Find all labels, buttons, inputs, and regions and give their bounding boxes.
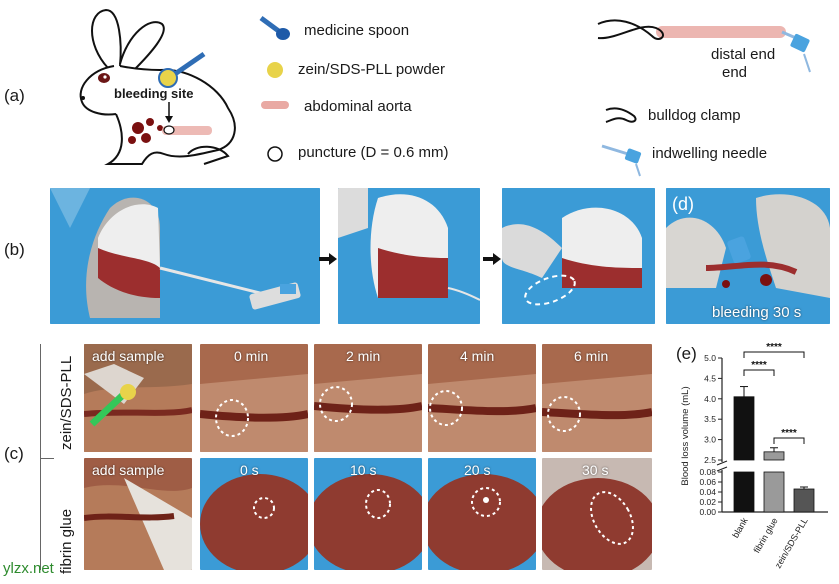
y-tick-label: 0.06 [699,477,716,487]
legend-powder: zein/SDS-PLL powder [298,61,446,78]
photo-b3 [502,188,655,324]
y-tick-label: 2.5 [704,455,716,465]
aorta-icon [261,101,289,109]
caption-c2-4: 20 s [464,462,491,478]
clamp-icon [605,107,637,123]
y-tick-label: 0.04 [699,487,716,497]
photo-c1-3-drawing [314,344,422,452]
photo-b3-drawing [502,188,655,324]
caption-c2-5: 30 s [582,462,609,478]
panel-label-b: (b) [4,240,25,259]
caption-c1-5: 6 min [574,348,609,364]
category-label-2: zein/SDS-PLL [773,516,810,570]
photo-c2-4 [428,458,536,570]
distal-setup-icon [597,19,811,73]
photo-b2 [338,188,480,324]
legend-puncture: puncture (D = 0.6 mm) [298,144,449,161]
photo-b1 [50,188,320,324]
photo-d [666,188,830,324]
axis-break-mark-2 [716,466,728,472]
bar-0-lower [733,471,755,513]
photo-d-drawing [666,188,830,324]
panel-label-a: (a) [4,86,25,105]
puncture-icon [267,146,283,162]
y-tick-label: 0.08 [699,467,716,477]
panel-label-e: (e) [676,344,697,363]
spoon-icon [259,15,290,40]
photo-b2-drawing [338,188,480,324]
caption-c2-2: 0 s [240,462,259,478]
bar-1-lower [763,471,785,513]
caption-c2-1: add sample [92,462,165,478]
significance-bracket-2 [773,437,805,444]
photo-c2-4-drawing [428,458,536,570]
caption-c1-3: 2 min [346,348,381,364]
significance-bracket-0 [743,369,775,376]
arrow-icon-2 [483,253,501,265]
photo-c2-3 [314,458,422,570]
powder-icon [267,62,283,78]
y-axis-label: Blood loss volume (mL) [680,386,691,485]
significance-bracket-1 [743,351,805,358]
bar-2 [793,488,815,513]
rabbit-illustration [79,8,236,165]
significance-label-0: **** [751,360,767,371]
photo-c1-1 [84,344,192,452]
photo-c2-2-drawing [200,458,308,570]
photo-c2-1-drawing [84,458,192,570]
significance-label-1: **** [766,342,782,353]
caption-bleeding-30s: bleeding 30 s [712,304,802,321]
panel-c-separator [40,344,41,570]
photo-c1-4-drawing [428,344,536,452]
photo-c2-1 [84,458,192,570]
row-label-zein: zein/SDS-PLL [58,355,75,450]
y-tick-label: 3.5 [704,414,716,424]
caption-c1-1: add sample [92,348,165,364]
y-tick-label: 0.00 [699,507,716,517]
bar-1-upper [763,451,785,461]
axis-break-mark-1 [716,460,728,466]
row-label-fibrin: fibrin glue [58,508,75,574]
photo-c1-2-drawing [200,344,308,452]
needle-icon [601,144,642,177]
photo-c1-1-drawing [84,344,192,452]
photo-c1-5-drawing [542,344,652,452]
y-tick-label: 3.0 [704,435,716,445]
legend-medicine-spoon: medicine spoon [304,22,410,39]
panel-label-c: (c) [4,444,24,463]
photo-c2-5 [542,458,652,570]
photo-c1-2 [200,344,308,452]
legend-indwelling-needle: indwelling needle [652,145,768,162]
photo-c1-5 [542,344,652,452]
legend-aorta: abdominal aorta [304,98,412,115]
arrow-icon-1 [319,253,337,265]
category-label-1: fibrin glue [752,516,780,555]
photo-c1-3 [314,344,422,452]
significance-label-2: **** [781,428,797,439]
caption-c1-4: 4 min [460,348,495,364]
category-label-0: blank [730,516,750,540]
photo-c2-5-drawing [542,458,652,570]
blood-loss-chart: 2.5 3.0 3.5 4.0 4.5 5.0 0.000.020.040.060.08 Bl… [680,342,828,570]
legend-bulldog-clamp: bulldog clamp [648,107,741,124]
photo-c2-2 [200,458,308,570]
photo-b1-drawing [50,188,320,324]
caption-c1-2: 0 min [234,348,269,364]
caption-c2-3: 10 s [350,462,377,478]
panel-label-d: (d) [672,194,694,214]
bleeding-site-label: bleeding site [114,86,194,101]
bar-0-upper [733,396,755,461]
photo-c2-3-drawing [314,458,422,570]
legend-distal: distal end [711,46,776,63]
photo-c1-4 [428,344,536,452]
y-tick-label: 4.5 [704,373,716,383]
watermark: ylzx.net [3,560,54,577]
panel-c-tick [40,458,54,459]
y-tick-label: 5.0 [704,353,716,363]
y-tick-label: 4.0 [704,394,716,404]
legend-end: end [722,64,748,81]
y-tick-label: 0.02 [699,497,716,507]
